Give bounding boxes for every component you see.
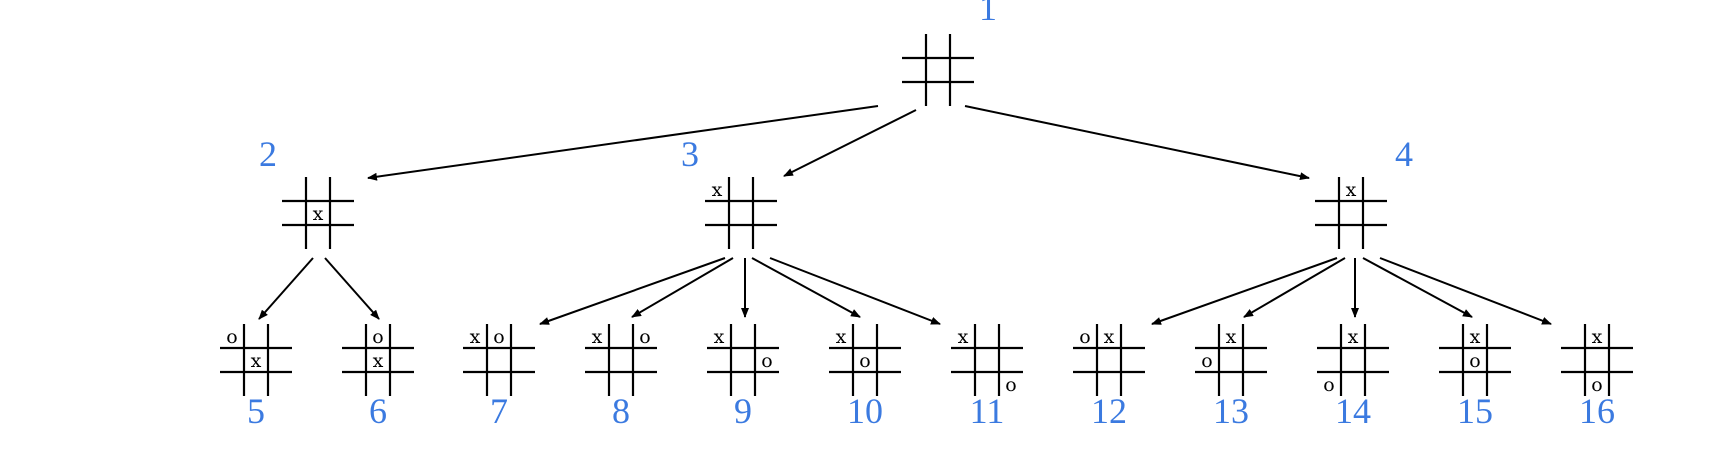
node-number-label: 10 [847, 391, 883, 431]
edge-n1-to-n4 [964, 105, 1310, 181]
board-node-11: x o11 [951, 324, 1023, 431]
x-mark: x [251, 350, 262, 372]
board-node-2: x2 [259, 134, 354, 249]
edge-n1-to-n2 [367, 105, 879, 181]
o-mark: o [1079, 326, 1090, 348]
board-node-15: xo 15 [1439, 324, 1511, 431]
edge-n3-to-n8 [631, 257, 734, 318]
board-node-8: x o 8 [585, 324, 657, 431]
board-node-14: x o14 [1317, 324, 1389, 431]
o-mark: o [1005, 374, 1016, 396]
edge-n3-to-n7 [539, 257, 726, 325]
x-mark: x [1346, 179, 1357, 201]
edge-n4-to-n15 [1362, 257, 1473, 318]
o-mark: o [226, 326, 237, 348]
board-node-10: xo 10 [829, 324, 901, 431]
x-mark: x [1348, 326, 1359, 348]
node-number-label: 3 [681, 134, 699, 174]
edge-n3-to-n10 [751, 257, 861, 318]
x-mark: x [836, 326, 847, 348]
board-node-4: x4 [1315, 134, 1413, 249]
edge-n2-to-n5 [258, 257, 314, 320]
o-mark: o [1201, 350, 1212, 372]
node-number-label: 15 [1457, 391, 1493, 431]
edge-n4-to-n12 [1151, 257, 1338, 325]
o-mark: o [372, 326, 383, 348]
node-number-label: 11 [970, 391, 1005, 431]
o-mark: o [493, 326, 504, 348]
board-node-1: 1 [902, 0, 997, 106]
edge-n4-to-n13 [1243, 257, 1346, 318]
edges-layer [258, 105, 1552, 325]
edge-n1-to-n3 [783, 109, 917, 177]
board-node-3: x3 [681, 134, 777, 249]
node-number-label: 16 [1579, 391, 1615, 431]
board-node-5: ox 5 [220, 324, 292, 431]
x-mark: x [1470, 326, 1481, 348]
x-mark: x [958, 326, 969, 348]
o-mark: o [1469, 350, 1480, 372]
board-node-9: x o9 [707, 324, 779, 431]
x-mark: x [1104, 326, 1115, 348]
x-mark: x [1226, 326, 1237, 348]
x-mark: x [714, 326, 725, 348]
node-number-label: 9 [734, 391, 752, 431]
o-mark: o [1323, 374, 1334, 396]
node-number-label: 5 [247, 391, 265, 431]
o-mark: o [1591, 374, 1602, 396]
x-mark: x [1592, 326, 1603, 348]
node-number-label: 7 [490, 391, 508, 431]
node-number-label: 2 [259, 134, 277, 174]
node-number-label: 12 [1091, 391, 1127, 431]
edge-n2-to-n6 [324, 257, 380, 320]
node-number-label: 6 [369, 391, 387, 431]
node-number-label: 1 [979, 0, 997, 28]
board-node-16: x o16 [1561, 324, 1633, 431]
edge-n4-to-n16 [1379, 257, 1552, 325]
node-number-label: 8 [612, 391, 630, 431]
x-mark: x [470, 326, 481, 348]
board-node-6: ox 6 [342, 324, 414, 431]
node-number-label: 13 [1213, 391, 1249, 431]
x-mark: x [592, 326, 603, 348]
o-mark: o [859, 350, 870, 372]
o-mark: o [761, 350, 772, 372]
node-number-label: 4 [1395, 134, 1413, 174]
edge-n3-to-n11 [769, 257, 941, 325]
x-mark: x [313, 203, 324, 225]
node-number-label: 14 [1335, 391, 1371, 431]
x-mark: x [712, 179, 723, 201]
o-mark: o [639, 326, 650, 348]
x-mark: x [373, 350, 384, 372]
